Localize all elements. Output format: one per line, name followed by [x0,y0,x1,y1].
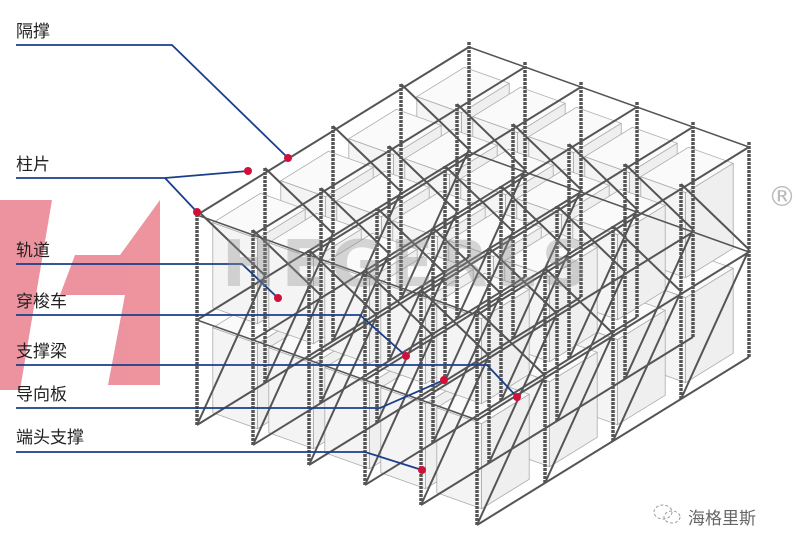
leader-line [16,314,407,357]
leader-line [16,379,445,409]
callout-dot [418,466,426,474]
callout-dot [274,294,282,302]
leader-line [16,364,518,398]
leader-line [16,263,279,299]
callout-dot [284,154,292,162]
leader-line [16,44,289,159]
label-duantouzhicheng: 端头支撑 [16,428,84,448]
rack-structure [195,42,751,526]
callout-dot [402,352,410,360]
leader-lines [16,44,521,474]
callout-dot [440,376,448,384]
pallet-box-front [685,162,734,279]
leader-line [16,170,249,179]
pallet-box-front [481,393,530,510]
registered-mark: ® [768,180,796,213]
label-zhichengliang: 支撑梁 [16,342,67,362]
footer-account: 海格里斯 [652,503,756,530]
diagonal-brace [680,249,750,400]
leader-line [164,177,198,213]
diagonal-brace [476,375,546,526]
leader-line [16,451,423,471]
label-zhupian: 柱片 [16,155,50,175]
callout-dot [193,208,201,216]
pallet-box-front [617,309,666,426]
callout-dot [244,167,252,175]
wechat-icon [652,503,682,530]
logo-watermark-text: HEGERLS [222,228,594,302]
account-name: 海格里斯 [688,509,756,529]
support-beam [468,46,750,148]
label-gecheng: 隔撑 [16,22,50,42]
label-guidao: 轨道 [16,241,50,261]
label-daoxiangban: 导向板 [16,385,67,405]
support-beam [468,151,750,253]
callout-dot [513,393,521,401]
diagonal-brace [544,333,614,484]
pallet-box-front [685,267,734,384]
pallet-box-front [549,351,598,468]
diagonal-brace [612,291,682,442]
label-chuansuoche: 穿梭车 [16,292,67,312]
logo-watermark [0,200,160,390]
